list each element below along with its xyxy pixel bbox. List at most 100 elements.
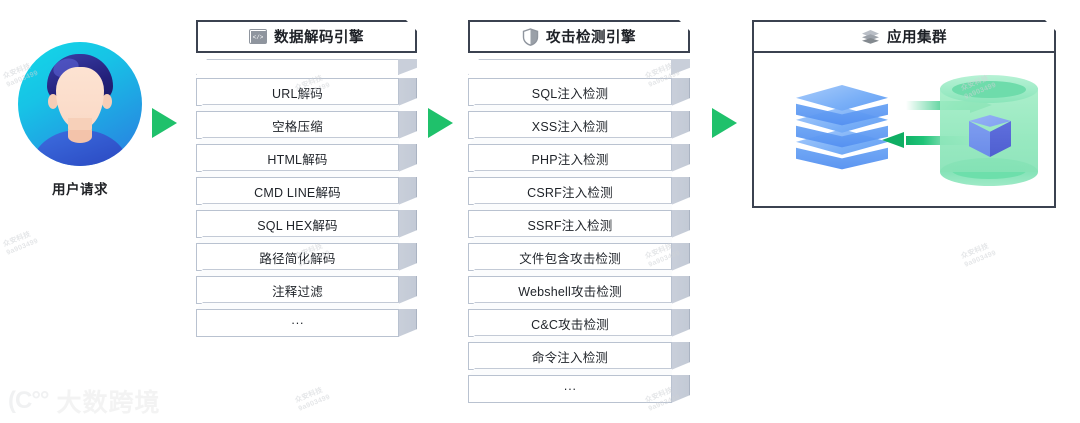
- card-top-face: [196, 104, 399, 112]
- decode-engine-column: </> 数据解码引擎 URL解码 空格压缩 HTML解码: [196, 20, 417, 342]
- card-side-face: [398, 177, 417, 205]
- blue-layered-cube-icon: [796, 85, 888, 180]
- card-side-face: [398, 210, 417, 238]
- card-top-face: [196, 203, 399, 211]
- card-side-face: [671, 111, 690, 139]
- card-top-face: [196, 269, 399, 277]
- card-top-face: [196, 236, 399, 244]
- list-item-label: 文件包含攻击检测: [519, 251, 621, 266]
- card-top-face: [468, 368, 672, 376]
- list-item[interactable]: SSRF注入检测: [468, 203, 690, 238]
- list-item-label: C&C攻击检测: [531, 317, 609, 332]
- card-side-face: [398, 111, 417, 139]
- list-item[interactable]: XSS注入检测: [468, 104, 690, 139]
- list-item[interactable]: 路径简化解码: [196, 236, 417, 271]
- attack-detection-card-stack: SQL注入检测 XSS注入检测 PHP注入检测 CSRF注入检测 SSRF注入检: [468, 59, 690, 403]
- card-side-face: [671, 342, 690, 370]
- list-item[interactable]: CSRF注入检测: [468, 170, 690, 205]
- list-item[interactable]: URL解码: [196, 78, 417, 106]
- list-item-label: Webshell攻击检测: [518, 284, 622, 299]
- user-request-block: 用户请求: [18, 42, 142, 198]
- list-item-label: CMD LINE解码: [254, 185, 341, 200]
- list-item[interactable]: SQL HEX解码: [196, 203, 417, 238]
- list-item-label: 路径简化解码: [259, 251, 336, 266]
- attack-detection-header: 攻击检测引擎: [468, 20, 690, 53]
- brand-watermark-text: 大数跨境: [56, 389, 161, 417]
- card-top-face: [468, 335, 672, 343]
- avatar-collar: [68, 130, 92, 143]
- card-top-face: [468, 137, 672, 145]
- list-item-label: XSS注入检测: [531, 119, 609, 134]
- card-side-face: [671, 78, 690, 106]
- list-item[interactable]: 注释过滤: [196, 269, 417, 304]
- list-item-label: ···: [563, 382, 577, 396]
- user-request-label: 用户请求: [52, 182, 108, 197]
- decode-engine-title: 数据解码引擎: [274, 30, 364, 46]
- layers-stack-icon: [861, 29, 880, 45]
- card-side-face: [398, 144, 417, 172]
- card-top-face: [468, 203, 672, 211]
- play-arrow-icon-2: [428, 108, 453, 138]
- card-side-face: [671, 210, 690, 238]
- application-cluster-header: 应用集群: [752, 20, 1056, 53]
- list-item[interactable]: Webshell攻击检测: [468, 269, 690, 304]
- avatar-ear-right: [102, 94, 112, 109]
- card-side-face: [671, 309, 690, 337]
- list-item[interactable]: CMD LINE解码: [196, 170, 417, 205]
- card-side-face: [398, 243, 417, 271]
- purple-blue-cube-icon: [969, 115, 1011, 159]
- attack-detection-title: 攻击检测引擎: [546, 30, 636, 46]
- list-item-label: HTML解码: [267, 152, 328, 167]
- user-avatar-icon: [18, 42, 142, 166]
- list-item-label: 注释过滤: [272, 284, 323, 299]
- list-item[interactable]: PHP注入检测: [468, 137, 690, 172]
- list-item-label: 命令注入检测: [531, 350, 609, 365]
- attack-detection-column: 攻击检测引擎 SQL注入检测 XSS注入检测 PHP注入检测: [468, 20, 690, 408]
- list-item[interactable]: HTML解码: [196, 137, 417, 172]
- stack-riser: [196, 59, 417, 75]
- brand-logo-icon: (C°°: [8, 387, 50, 414]
- list-item-label: SQL注入检测: [531, 86, 609, 101]
- card-top-face: [468, 302, 672, 310]
- play-arrow-icon-3: [712, 108, 737, 138]
- code-window-icon: </>: [249, 29, 267, 44]
- card-side-face: [671, 375, 690, 403]
- card-side-face: [671, 144, 690, 172]
- avatar-ear-left: [48, 94, 58, 109]
- list-item[interactable]: C&C攻击检测: [468, 302, 690, 337]
- shield-icon: [522, 28, 539, 46]
- play-arrow-icon-1: [152, 108, 177, 138]
- card-side-face: [671, 276, 690, 304]
- card-side-face: [398, 78, 417, 106]
- list-item-label: SQL HEX解码: [257, 218, 338, 233]
- list-item[interactable]: SQL注入检测: [468, 78, 690, 106]
- card-side-face: [671, 177, 690, 205]
- list-item-label: SSRF注入检测: [527, 218, 613, 233]
- card-top-face: [468, 236, 672, 244]
- list-item-more[interactable]: ···: [196, 302, 417, 337]
- list-item-label: 空格压缩: [272, 119, 323, 134]
- list-item-more[interactable]: ···: [468, 368, 690, 403]
- stack-riser: [468, 59, 690, 75]
- decode-engine-card-stack: URL解码 空格压缩 HTML解码 CMD LINE解码 SQL HEX解码: [196, 59, 417, 337]
- card-side-face: [398, 309, 417, 337]
- list-item[interactable]: 空格压缩: [196, 104, 417, 139]
- list-item-label: PHP注入检测: [531, 152, 609, 167]
- card-top-face: [196, 170, 399, 178]
- card-side-face: [671, 243, 690, 271]
- decode-engine-header: </> 数据解码引擎: [196, 20, 417, 53]
- list-item[interactable]: 文件包含攻击检测: [468, 236, 690, 271]
- list-item[interactable]: 命令注入检测: [468, 335, 690, 370]
- brand-watermark: (C°° 大数跨境: [8, 383, 161, 419]
- application-cluster-body: [752, 53, 1056, 208]
- application-cluster-panel: 应用集群: [752, 20, 1056, 208]
- list-item-label: URL解码: [271, 86, 323, 101]
- card-top-face: [468, 104, 672, 112]
- list-item-label: ···: [290, 316, 305, 330]
- green-database-cylinder-icon: [940, 75, 1038, 187]
- card-top-face: [196, 302, 399, 310]
- card-side-face: [398, 276, 417, 304]
